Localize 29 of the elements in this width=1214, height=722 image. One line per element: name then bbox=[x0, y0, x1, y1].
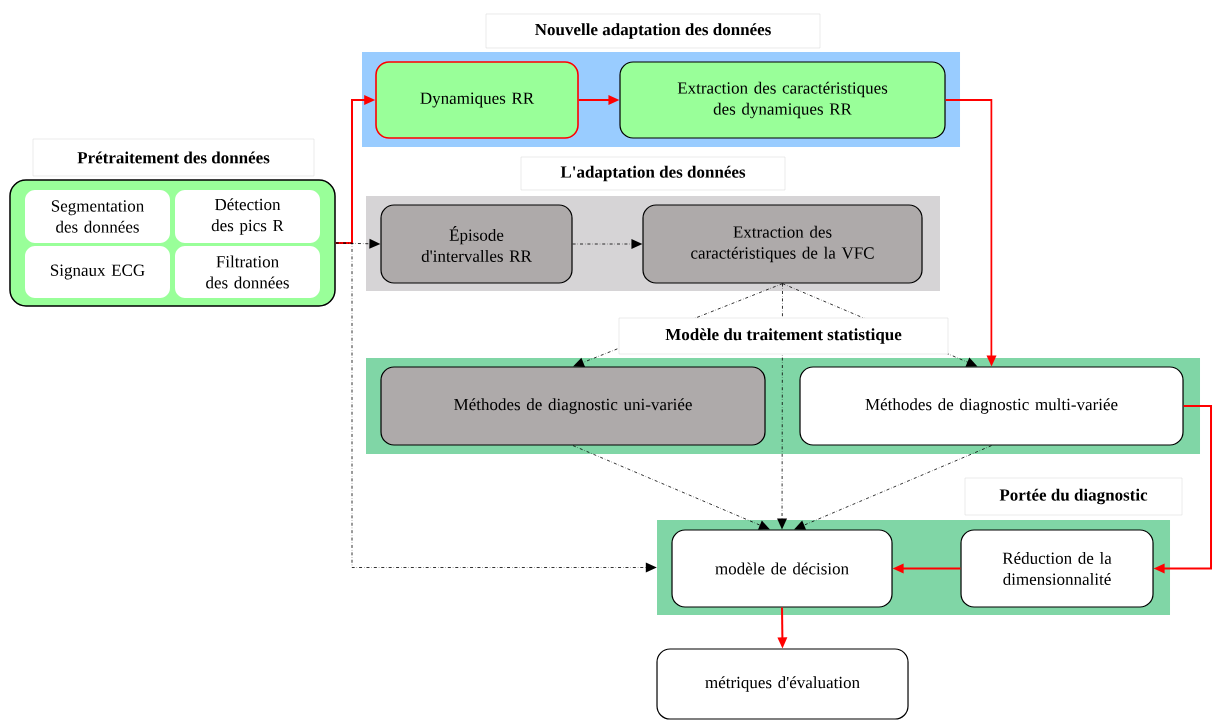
arrow bbox=[944, 99, 997, 367]
process-box: Extraction des caractéristiques des dynamiques RR bbox=[619, 61, 946, 139]
arrow bbox=[794, 445, 992, 530]
process-box: Méthodes de diagnostic uni-variée bbox=[380, 366, 766, 446]
section-heading: L'adaptation des données bbox=[520, 156, 786, 191]
process-box: Filtration des données bbox=[175, 246, 320, 298]
section-heading: Modèle du traitement statistique bbox=[618, 317, 949, 355]
arrow bbox=[577, 95, 620, 105]
process-box: Signaux ECG bbox=[25, 246, 170, 298]
arrow bbox=[777, 283, 788, 530]
process-box: Extraction des caractéristiques de la VFC bbox=[642, 204, 923, 284]
arrow bbox=[335, 242, 657, 573]
process-box: Détection des pics R bbox=[175, 190, 320, 243]
process-box: Segmentation des données bbox=[25, 190, 170, 243]
arrow bbox=[892, 563, 962, 574]
process-box: Épisode d'intervalles RR bbox=[380, 204, 573, 284]
process-box: métriques d'évaluation bbox=[656, 648, 909, 720]
arrow bbox=[777, 606, 788, 649]
process-box: Réduction de la dimensionnalité bbox=[960, 529, 1154, 608]
arrow bbox=[572, 239, 643, 249]
arrow bbox=[1153, 405, 1212, 574]
section-heading: Portée du diagnostic bbox=[964, 477, 1183, 516]
process-box: Dynamiques RR bbox=[375, 61, 579, 139]
arrow bbox=[573, 283, 783, 367]
process-box: modèle de décision bbox=[671, 529, 893, 608]
section-heading: Prétraitement des données bbox=[32, 138, 315, 177]
process-box: Méthodes de diagnostic multi-variée bbox=[799, 366, 1184, 446]
arrow bbox=[782, 283, 978, 367]
section-heading: Nouvelle adaptation des données bbox=[485, 13, 821, 49]
